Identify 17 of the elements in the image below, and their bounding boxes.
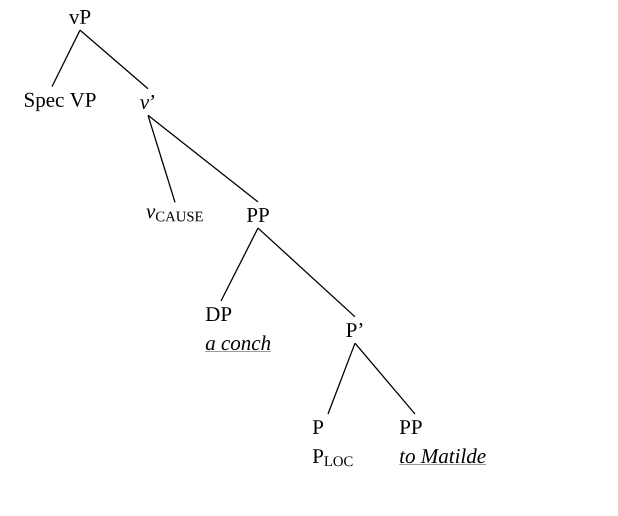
branch-line bbox=[354, 342, 416, 414]
tree-label: PP to Matilde bbox=[399, 420, 486, 465]
branch-line bbox=[258, 228, 356, 318]
tree-label: DP a conch bbox=[205, 307, 272, 352]
tree-label: PP bbox=[246, 208, 269, 222]
tree-label: Spec VP bbox=[24, 92, 96, 112]
tree-label: v’ bbox=[140, 94, 154, 110]
branch-line bbox=[80, 30, 148, 90]
tree-label: P P$_{LOC}$ bbox=[312, 420, 352, 466]
branch-line bbox=[148, 114, 258, 202]
tree-label: v$_{CAUSE}$ bbox=[146, 208, 203, 222]
branch-line bbox=[327, 342, 356, 414]
branch-line bbox=[220, 228, 259, 302]
branch-line bbox=[147, 115, 176, 203]
tree-label: vP bbox=[68, 10, 90, 24]
tree-label: P’ bbox=[346, 323, 362, 337]
branch-line bbox=[51, 30, 81, 87]
